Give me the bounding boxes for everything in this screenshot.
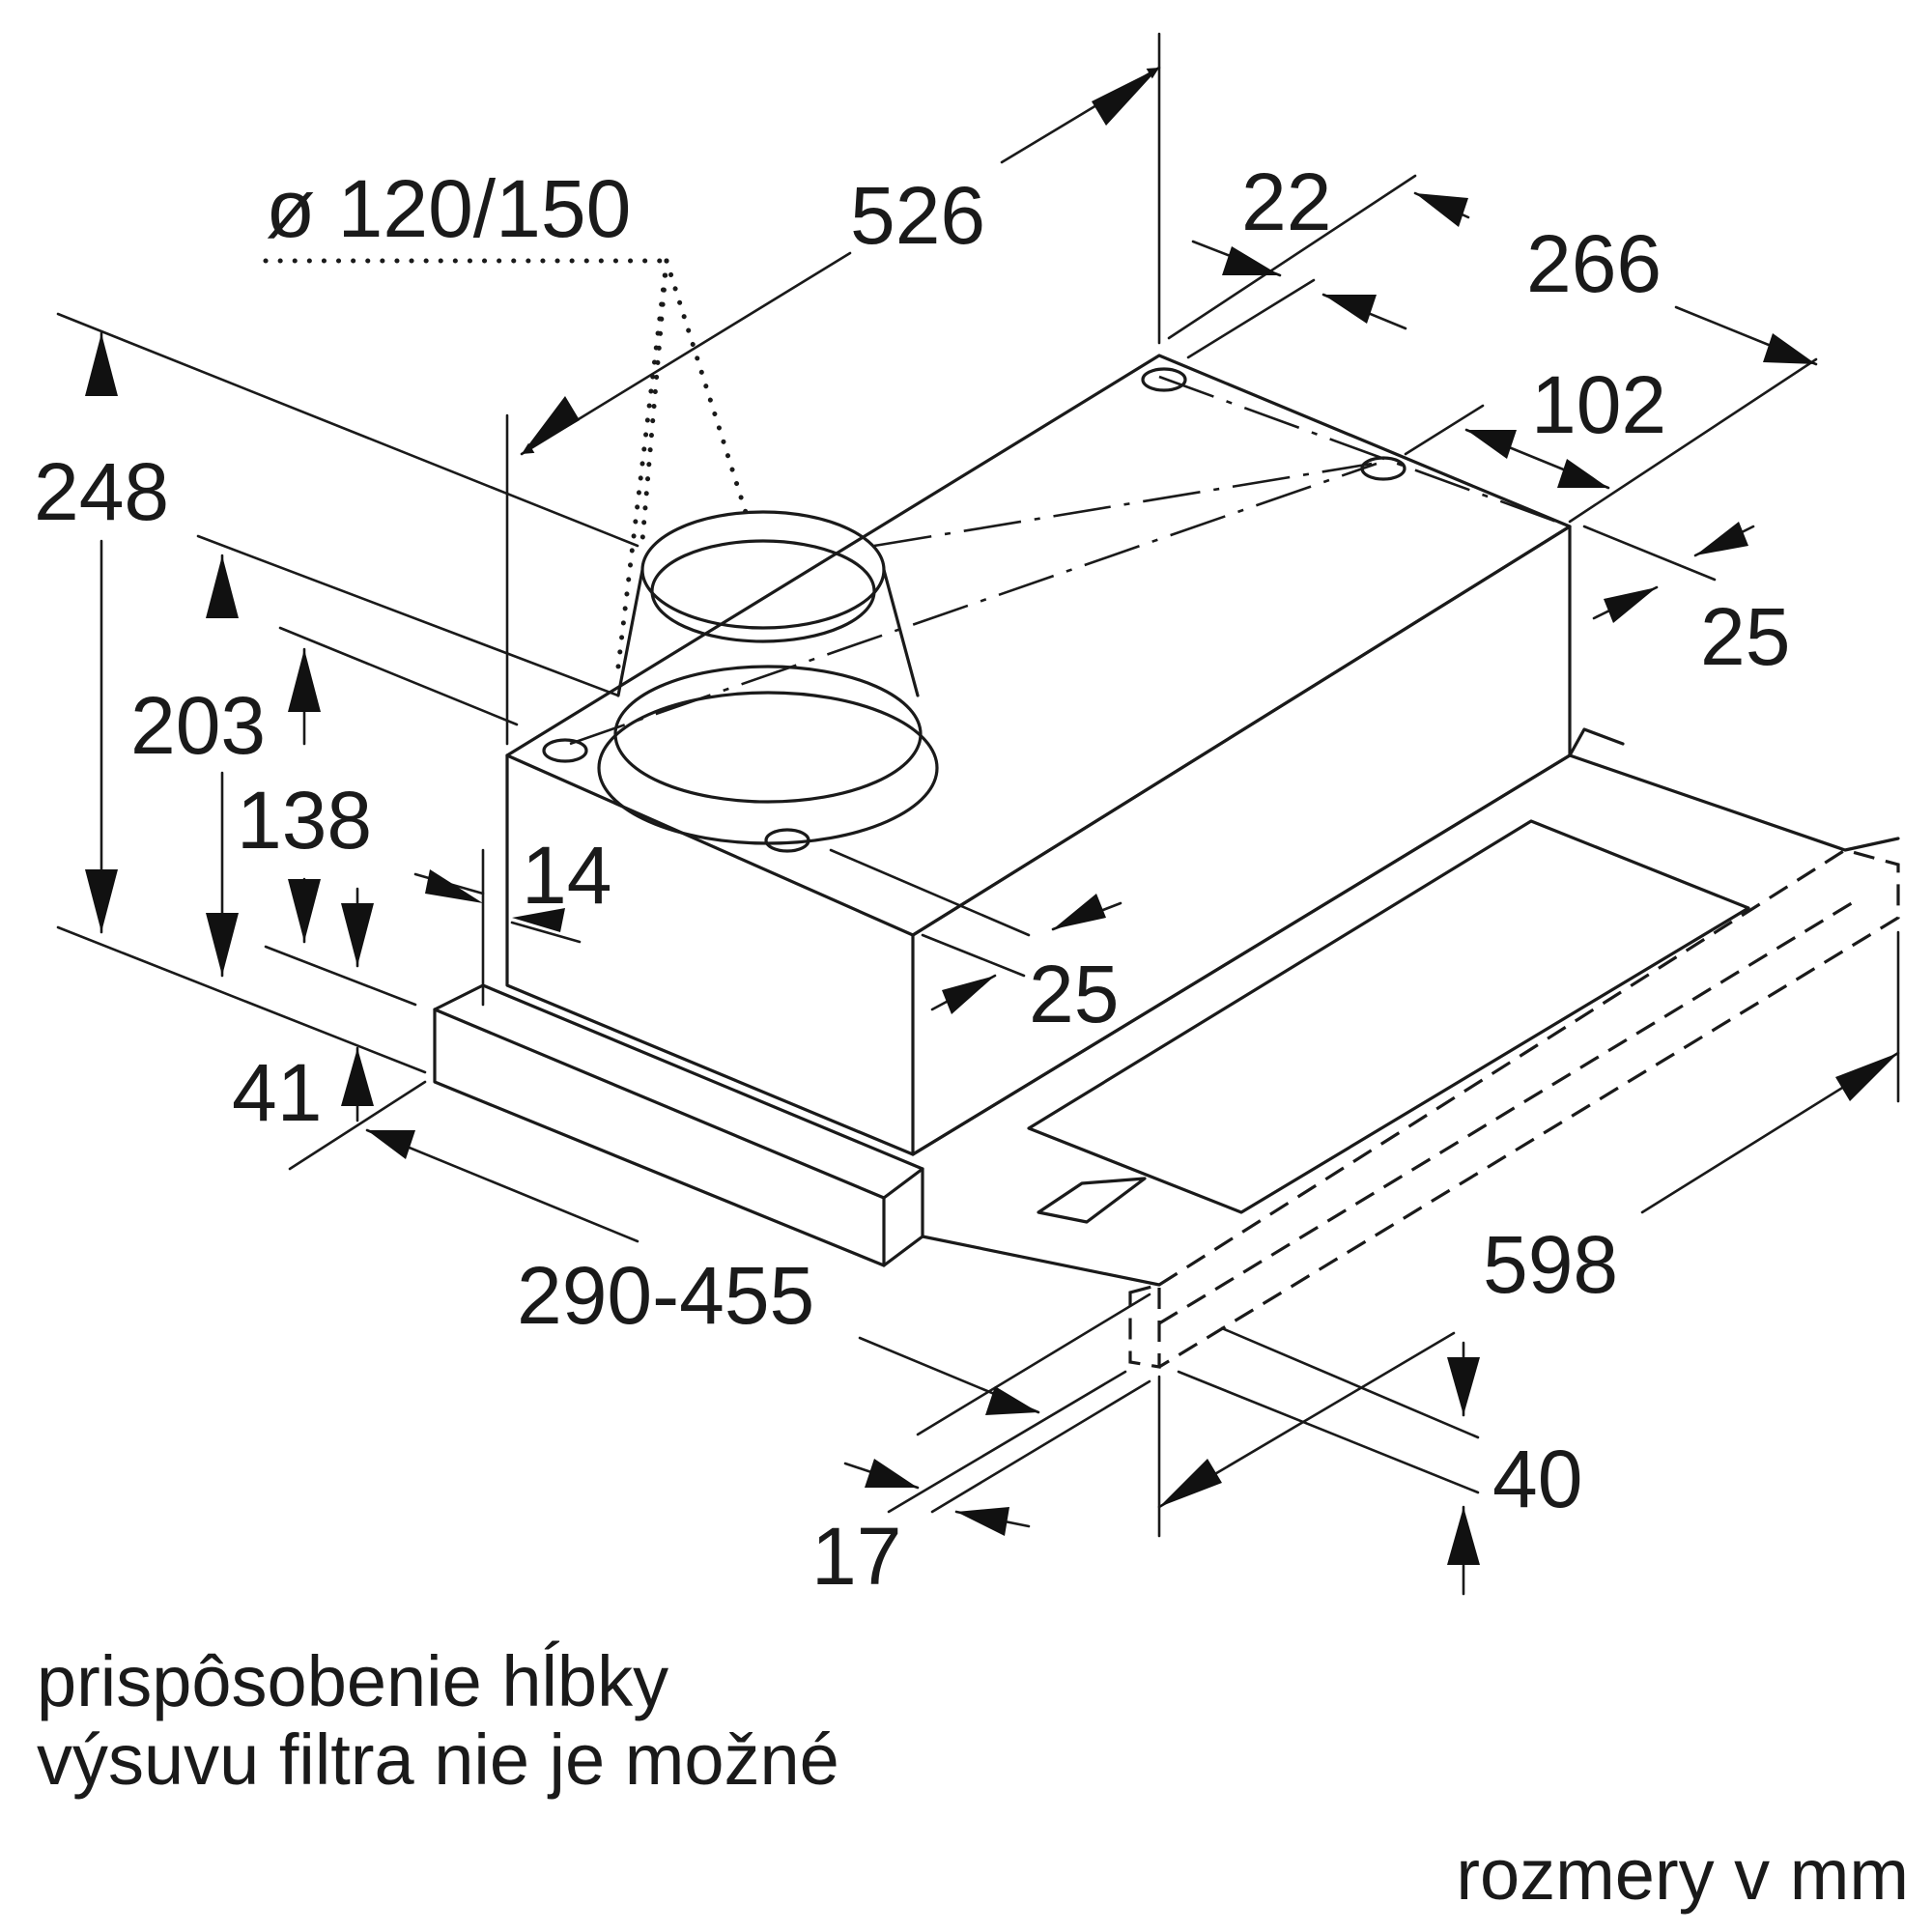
note-line-2: výsuvu filtra nie je možné xyxy=(37,1719,839,1801)
depth-adjustment-note: prispôsobenie hĺbky výsuvu filtra nie je… xyxy=(37,1642,839,1800)
drawer-rail xyxy=(1568,753,1900,852)
dim-panel-41: 41 xyxy=(232,1047,322,1138)
hood-rear-line xyxy=(873,462,1373,548)
dim-height-203: 203 xyxy=(130,680,266,771)
hood-side-face xyxy=(911,525,1572,1156)
dim-rear-inner: 102 xyxy=(1531,359,1666,450)
filter-window xyxy=(1027,819,1750,1214)
drawer-front-bar-face xyxy=(433,1008,886,1267)
duct-left-edge xyxy=(616,568,644,697)
duct-leader xyxy=(263,258,752,669)
dimension-arrows xyxy=(85,66,1900,1596)
filter-handle xyxy=(1037,1177,1147,1224)
drawer-top xyxy=(911,727,1625,1156)
duct-connector xyxy=(597,510,939,845)
units-label: rozmery v mm xyxy=(1456,1834,1909,1915)
duct-right-edge xyxy=(882,568,920,697)
dimension-labels: ø 120/150 526 22 266 102 25 248 203 138 … xyxy=(34,156,1790,1602)
hood-top-axis xyxy=(1158,375,1571,528)
dim-rear-width: 266 xyxy=(1526,218,1662,309)
dim-rear-offset: 22 xyxy=(1241,156,1331,247)
hood-front-face xyxy=(505,753,915,1156)
duct-base-ring xyxy=(597,691,939,845)
dim-height-total: 248 xyxy=(34,446,169,537)
dim-duct-diameter: ø 120/150 xyxy=(266,163,631,254)
mounting-hole-rear xyxy=(1141,367,1187,392)
dim-height-138: 138 xyxy=(237,775,372,866)
drawer-extended-inner xyxy=(1158,896,1861,1325)
dim-bottom-40: 40 xyxy=(1492,1434,1582,1524)
dim-bottom-17: 17 xyxy=(811,1511,901,1602)
duct-inner-rim xyxy=(650,539,876,643)
drawer-extended-outline xyxy=(1158,848,1900,1369)
note-line-1: prispôsobenie hĺbky xyxy=(37,1641,669,1721)
dim-offset-14: 14 xyxy=(522,830,611,921)
drawer-front-bar xyxy=(433,983,924,1200)
dim-front-25: 25 xyxy=(1029,949,1119,1039)
duct-top-rim xyxy=(640,510,886,630)
drawer-bottom-edge xyxy=(921,1235,1161,1287)
extension-lines xyxy=(56,32,1900,1538)
dim-depth-top: 526 xyxy=(850,170,985,261)
drawer-extended-edge xyxy=(1128,1282,1161,1369)
hood-top-face xyxy=(505,354,1572,937)
filter-drawer xyxy=(433,727,1900,1369)
mounting-hole-rear-right xyxy=(1360,456,1406,481)
dim-extension-range: 290-455 xyxy=(517,1250,814,1341)
dim-width: 598 xyxy=(1483,1219,1618,1310)
mounting-hole-front-left xyxy=(542,738,588,763)
dim-side-right: 25 xyxy=(1700,591,1790,682)
duct-lower-ring xyxy=(613,665,923,804)
